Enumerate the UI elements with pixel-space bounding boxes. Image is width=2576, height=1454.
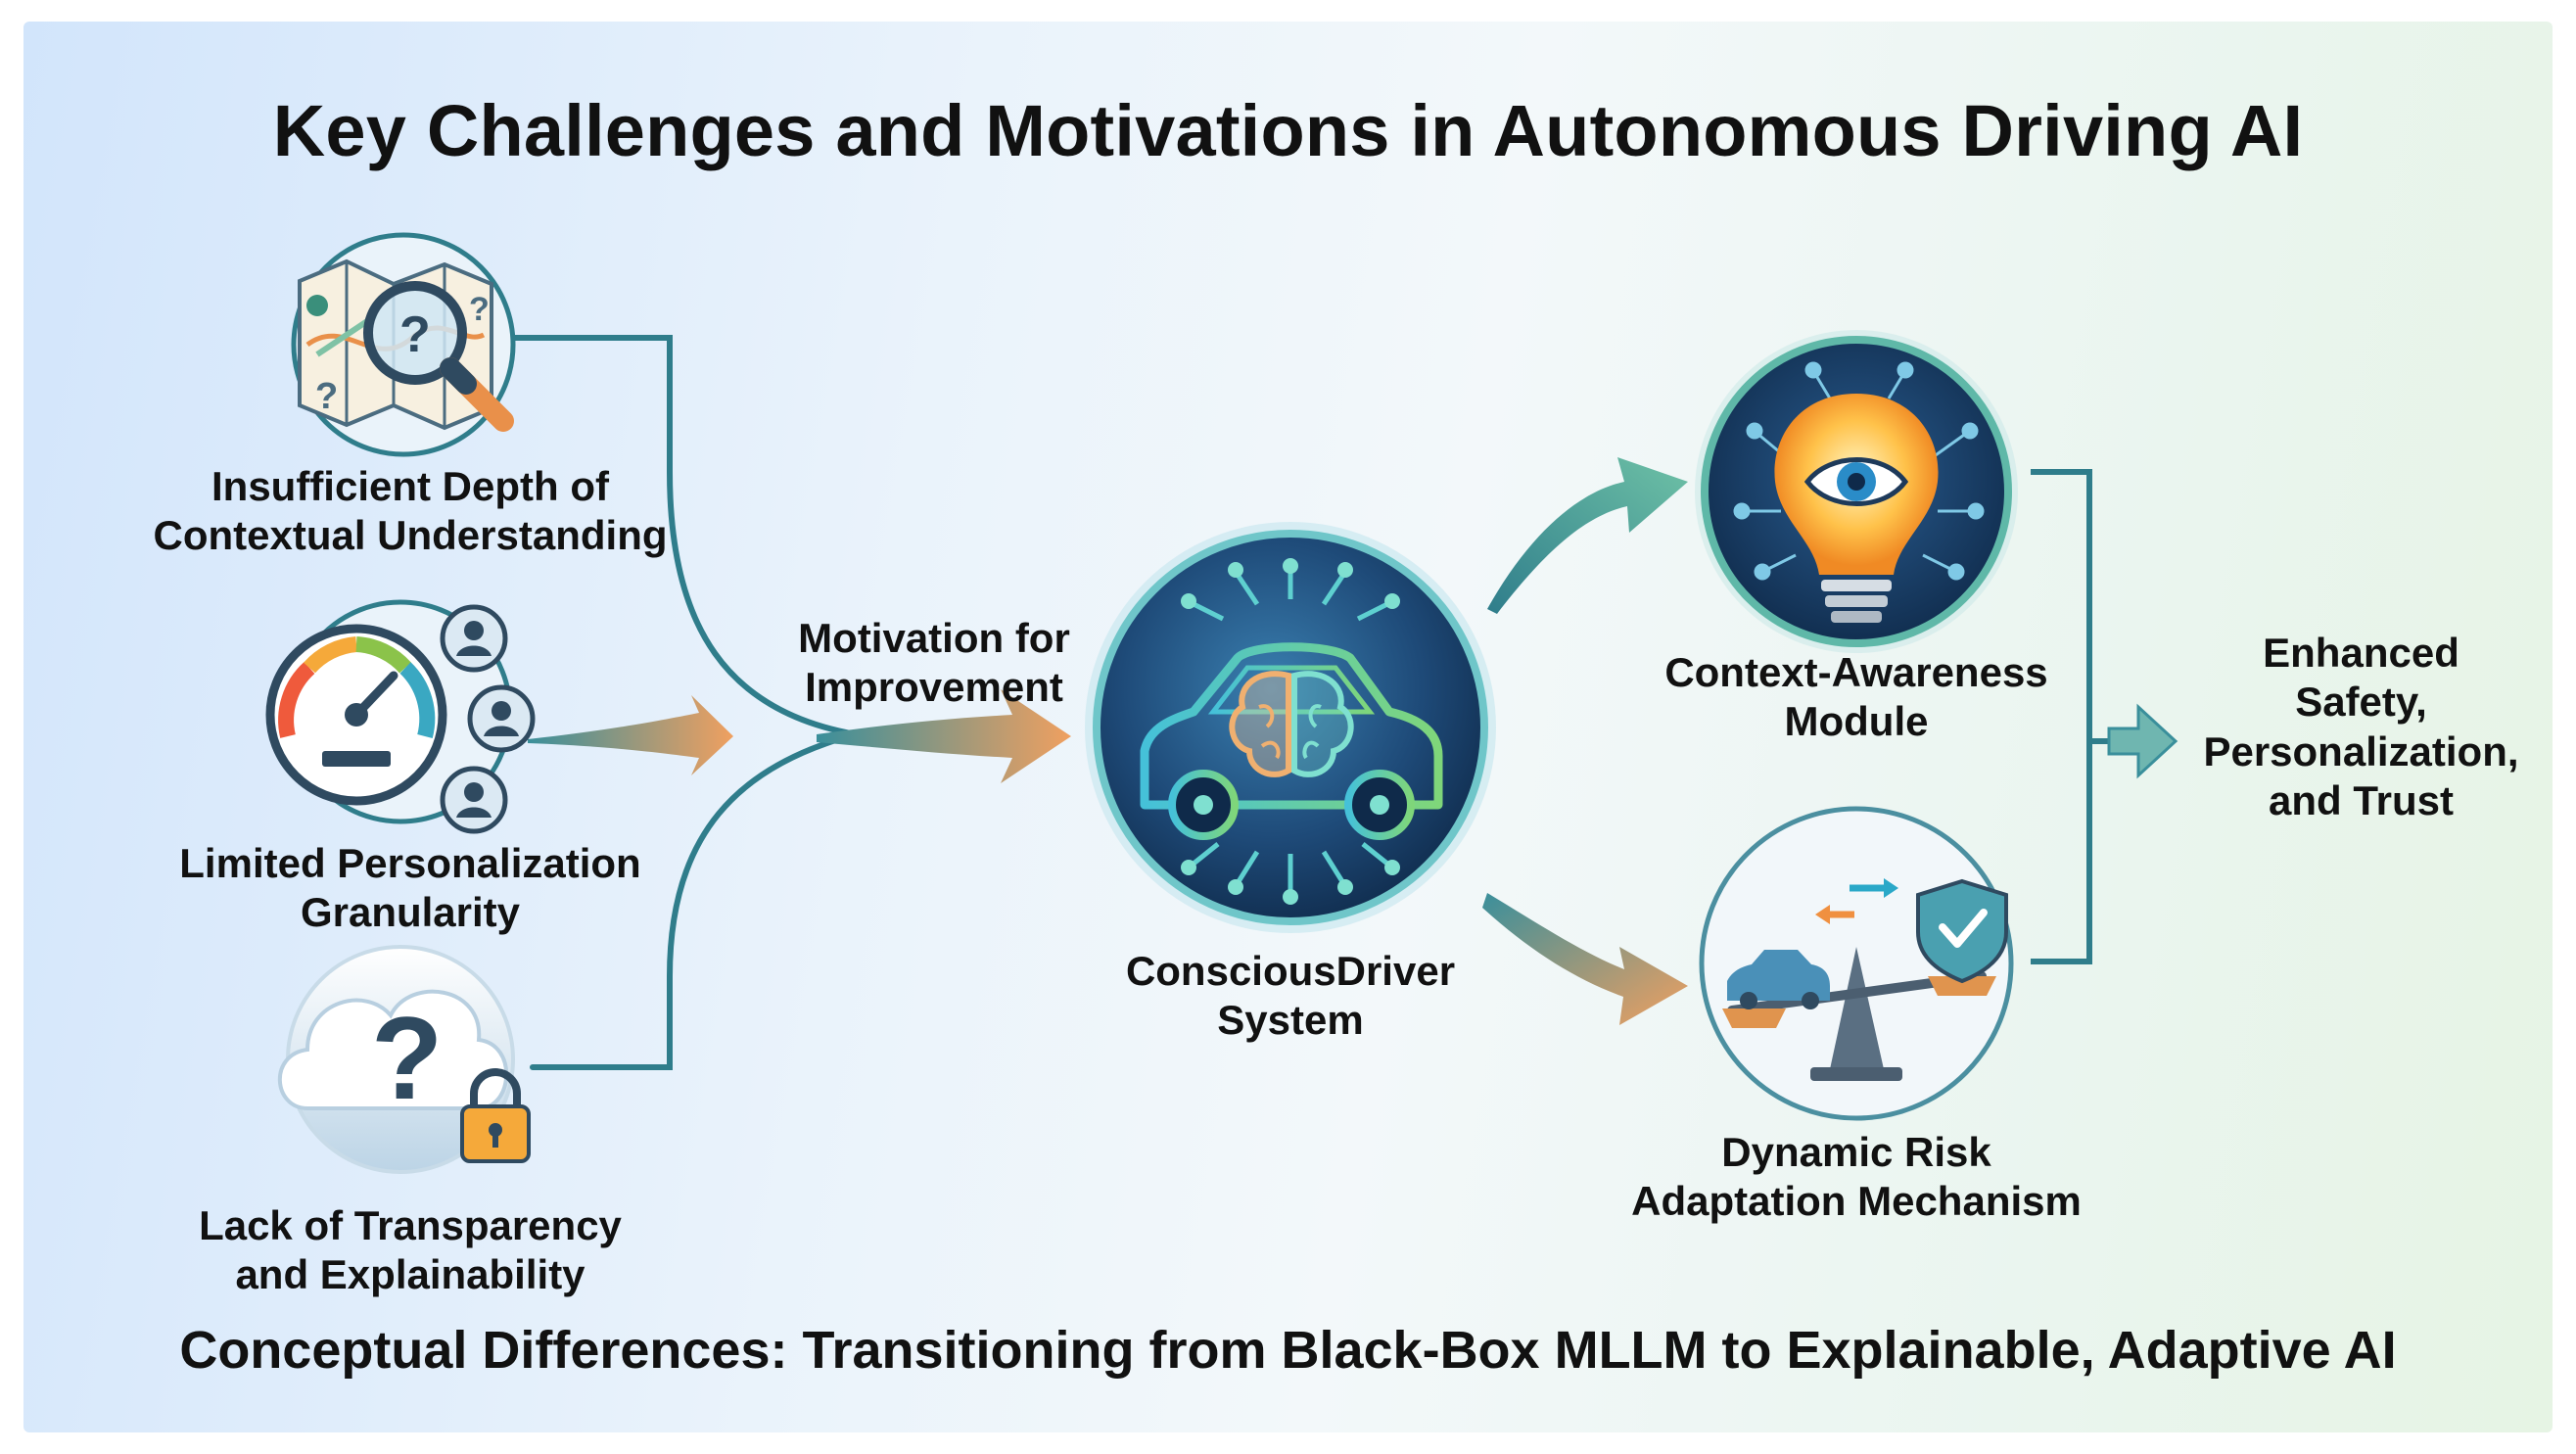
svg-text:?: ? <box>399 306 431 363</box>
core-system-label: ConsciousDriver System <box>1125 948 1456 1044</box>
arrow-to-risk-module <box>1482 893 1688 1025</box>
svg-text:?: ? <box>371 993 443 1124</box>
arrow-to-context-module <box>1487 457 1688 614</box>
outcome-label: Enhanced Safety, Personalization, and Tr… <box>2203 630 2519 824</box>
page-subtitle: Conceptual Differences: Transitioning fr… <box>179 1321 2397 1380</box>
balance-scale-icon <box>1699 806 2014 1121</box>
diagram-graphics: ? ? ? <box>265 232 2178 1174</box>
challenge-connectors <box>505 335 859 1070</box>
lightbulb-eye-icon <box>1695 330 2018 653</box>
challenge-label-context: Insufficient Depth of Contextual Underst… <box>153 463 668 559</box>
motivation-label: Motivation for Improvement <box>798 615 1070 711</box>
challenge-label-personalization: Limited Personalization Granularity <box>179 840 641 936</box>
page-title: Key Challenges and Motivations in Autono… <box>272 90 2304 171</box>
map-magnifier-icon: ? ? ? <box>291 232 516 457</box>
cloud-lock-icon: ? <box>277 945 531 1174</box>
context-module-label: Context-Awareness Module <box>1664 649 2048 745</box>
gauge-users-icon <box>265 599 536 834</box>
middle-challenge-arrow <box>528 695 733 775</box>
outcome-arrow <box>2107 703 2178 779</box>
motivation-arrow <box>817 689 1071 783</box>
svg-text:?: ? <box>315 376 338 417</box>
svg-text:?: ? <box>469 291 490 328</box>
diagram-canvas: ? ? ? <box>23 22 2553 1432</box>
car-brain-icon <box>1085 522 1496 933</box>
challenge-label-transparency: Lack of Transparency and Explainability <box>199 1202 622 1298</box>
risk-module-label: Dynamic Risk Adaptation Mechanism <box>1631 1129 2082 1225</box>
